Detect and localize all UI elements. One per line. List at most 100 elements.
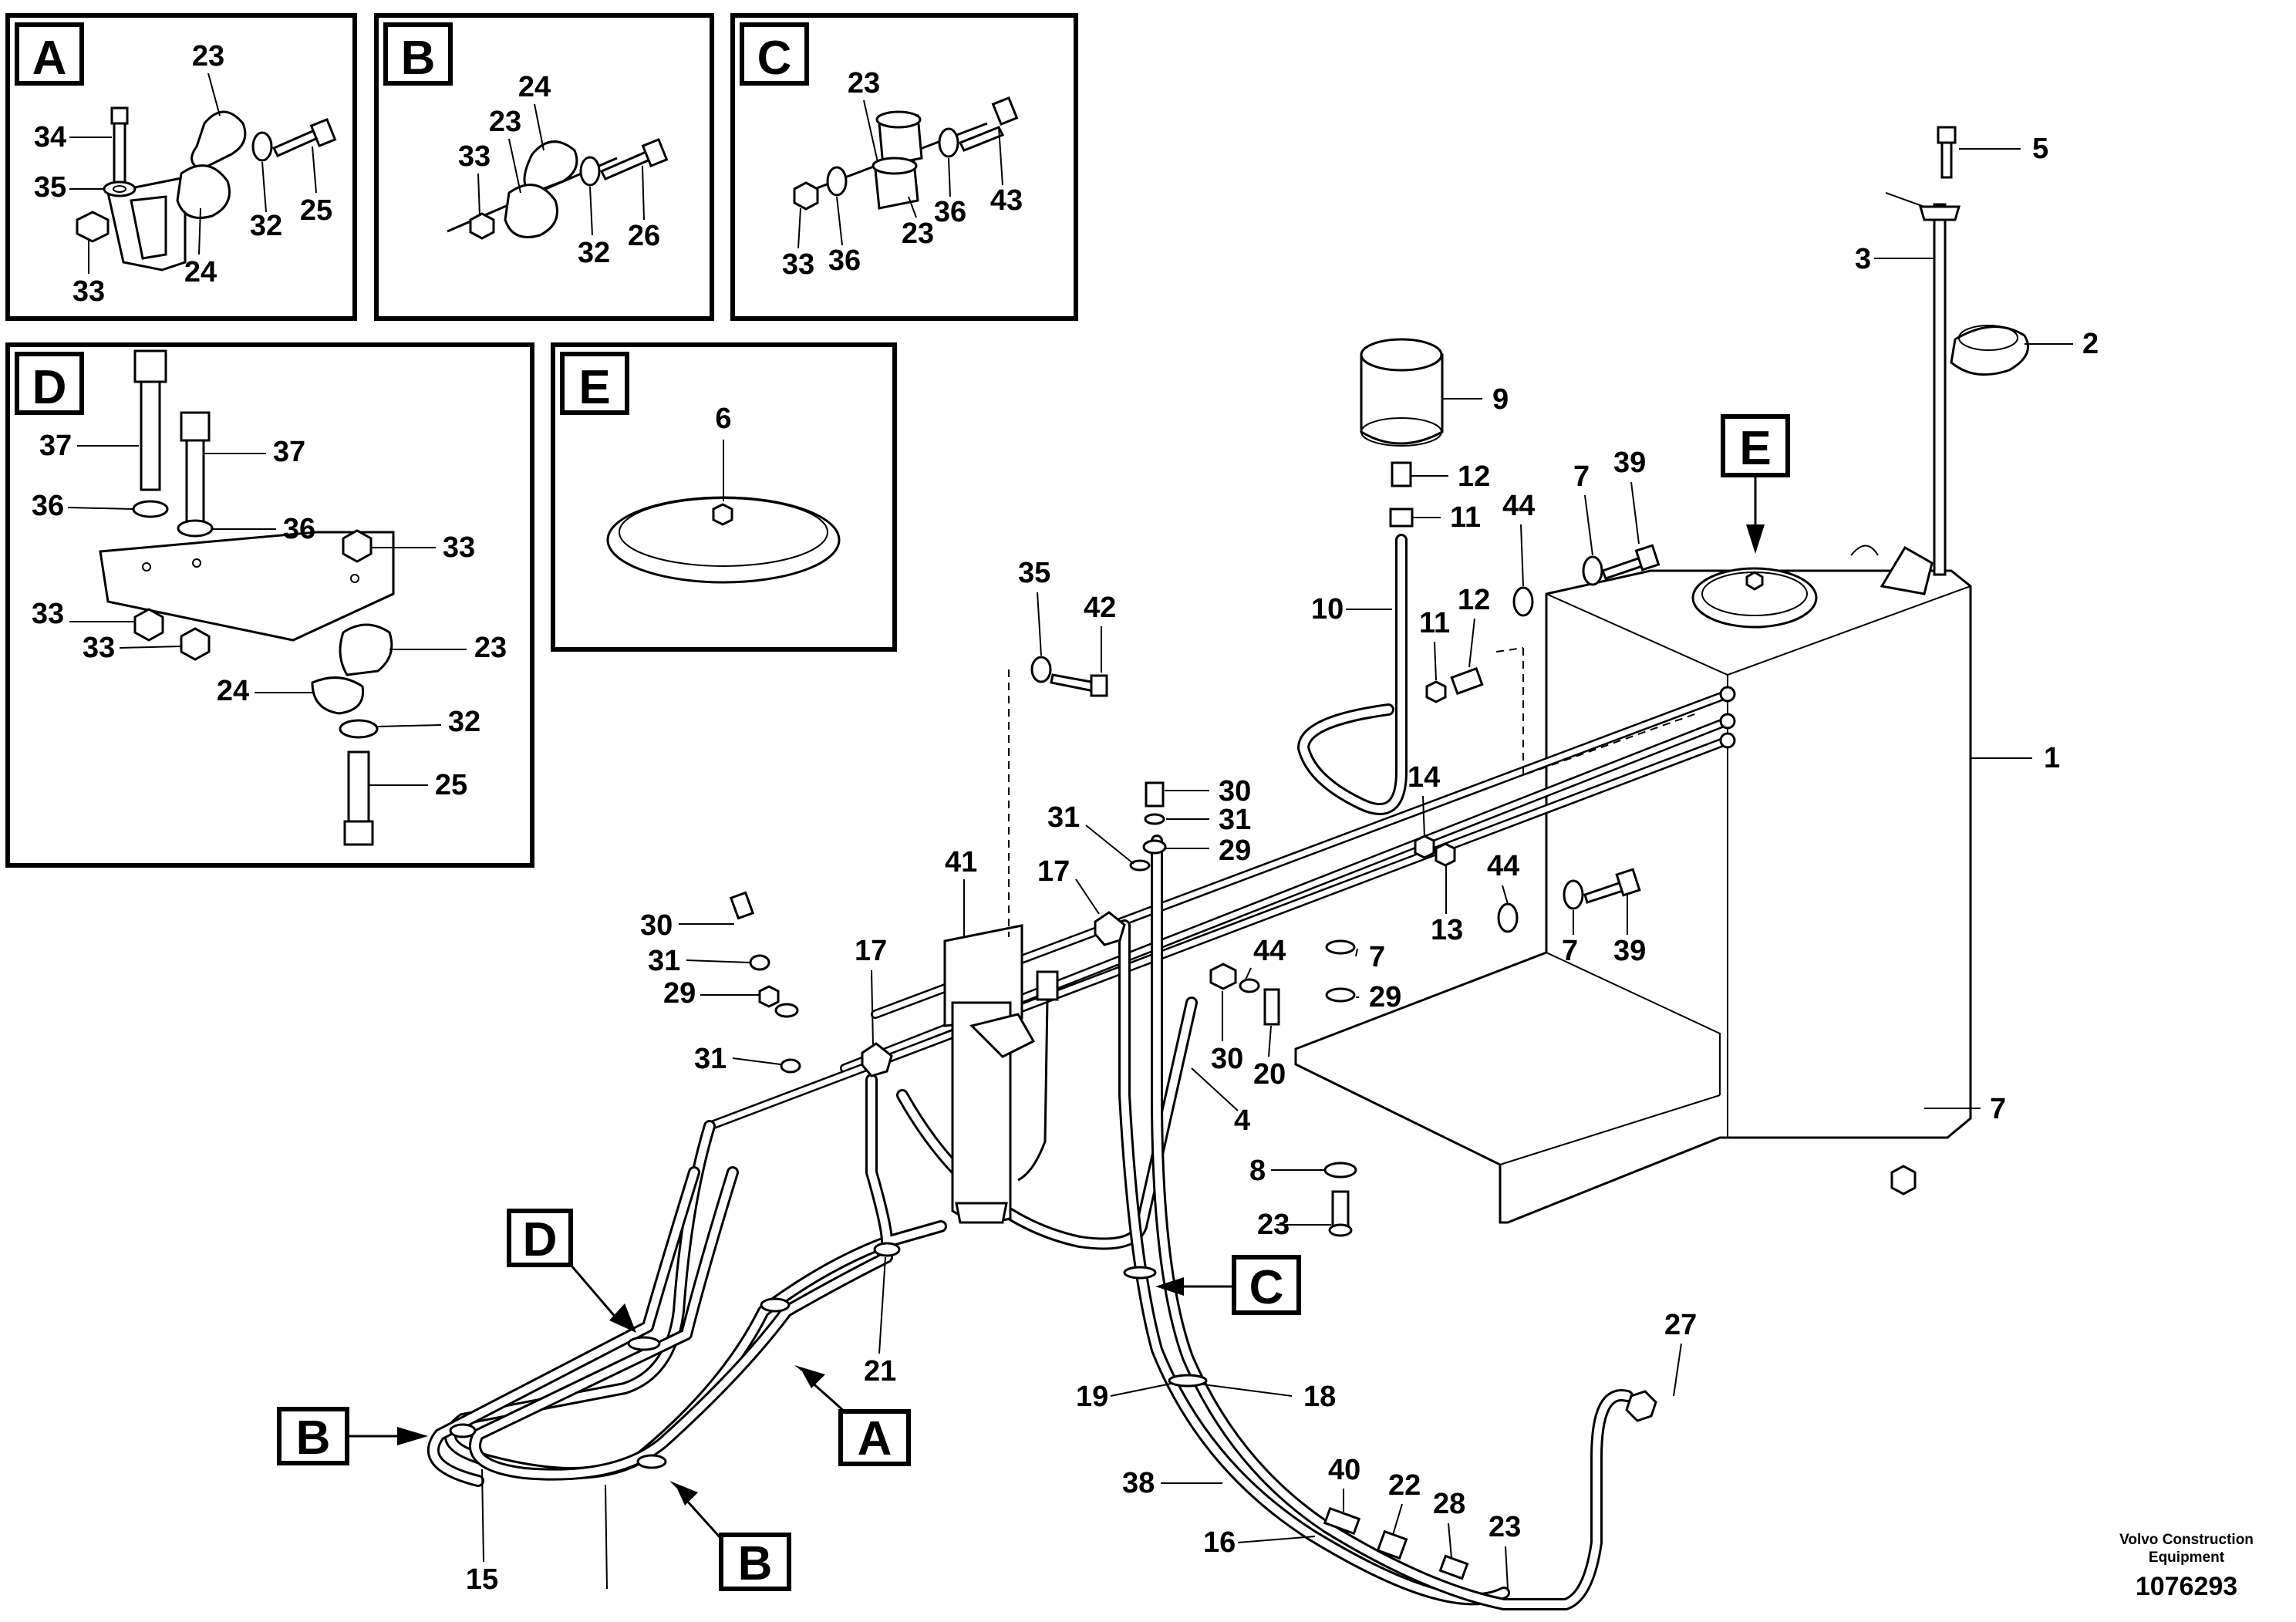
document-number: 1076293 xyxy=(2136,1572,2237,1601)
callout-32: 32 xyxy=(578,237,610,269)
callout-29: 29 xyxy=(1219,835,1251,867)
callout-36: 36 xyxy=(283,513,315,545)
callout-31: 44 xyxy=(1253,935,1286,967)
section-marker-c: C xyxy=(1155,1255,1301,1315)
callout-24: 24 xyxy=(184,256,217,288)
callout-22: 28 xyxy=(1433,1488,1465,1520)
panel-c-callouts: 23 36 43 33 36 23 xyxy=(782,67,1023,281)
section-marker-a: A xyxy=(794,1365,911,1466)
detail-panel-b: B 24 23 33 32 26 xyxy=(374,13,714,321)
callout-23: 21 xyxy=(864,1355,896,1388)
callout-40: 22 xyxy=(1388,1469,1421,1502)
callout-33: 33 xyxy=(782,248,814,281)
callout-31: 31 xyxy=(648,945,680,977)
panel-d-letter: D xyxy=(32,361,67,414)
callout-36: 36 xyxy=(32,490,64,522)
callout-7: 8 xyxy=(1249,1155,1266,1187)
callout-17: 17 xyxy=(1037,855,1070,888)
callout-29: 30 xyxy=(1211,1043,1243,1075)
callout-30: 30 xyxy=(1219,775,1251,808)
fuel-filter xyxy=(729,647,1698,1224)
callout-24: 24 xyxy=(217,675,249,707)
main-callouts: 5 3 2 9 12 11 7 39 44 10 11 12 1 35 42 3… xyxy=(466,133,2099,1596)
callout-44: 44 xyxy=(1487,850,1519,882)
panel-a-letter: A xyxy=(32,32,67,85)
detail-panel-d: D 37 37 36 36 xyxy=(5,342,534,868)
callout-33: 33 xyxy=(458,140,491,173)
callout-23: 23 xyxy=(902,218,934,250)
callout-39: 39 xyxy=(1613,935,1646,967)
callout-41: 41 xyxy=(945,846,977,878)
callout-23: 23 xyxy=(474,632,507,664)
callout-33: 33 xyxy=(72,275,105,308)
callout-16: 15 xyxy=(466,1563,498,1596)
callout-28: 23 xyxy=(1489,1511,1521,1543)
svg-text:A: A xyxy=(858,1412,892,1465)
callout-44: 7 xyxy=(1369,941,1385,973)
callout-35: 35 xyxy=(34,171,66,204)
callout-23: 23 xyxy=(848,67,880,99)
svg-text:B: B xyxy=(738,1537,773,1590)
callout-5: 5 xyxy=(2032,133,2048,165)
callout-25: 25 xyxy=(300,194,332,227)
callout-11: 11 xyxy=(1450,501,1481,534)
callout-33: 33 xyxy=(443,531,475,564)
callout-43: 43 xyxy=(990,184,1023,217)
callout-2: 2 xyxy=(2082,328,2099,360)
fuel-tank xyxy=(1294,569,1972,1224)
svg-text:B: B xyxy=(296,1411,331,1465)
callout-23: 16 xyxy=(1203,1526,1236,1559)
callout-37: 37 xyxy=(39,430,72,462)
panel-d-callouts: 37 37 36 36 33 33 33 23 24 32 25 xyxy=(32,430,507,801)
detail-panel-c: C 23 36 43 33 36 23 xyxy=(730,13,1078,321)
callout-44: 44 xyxy=(1502,490,1535,522)
callout-13: 13 xyxy=(1431,914,1463,946)
callout-34: 34 xyxy=(34,121,66,153)
credit-line-2: Equipment xyxy=(2149,1549,2225,1566)
section-markers: D B A B C E xyxy=(277,414,1790,1591)
callout-10: 10 xyxy=(1311,593,1344,626)
section-marker-e: E xyxy=(1721,414,1790,554)
callout-37: 37 xyxy=(273,436,305,468)
callout-12: 12 xyxy=(1458,460,1490,493)
callout-18: 38 xyxy=(1122,1467,1155,1499)
callout-19: 18 xyxy=(1303,1381,1336,1413)
callout-7: 7 xyxy=(1573,460,1590,493)
callout-36: 36 xyxy=(828,244,861,277)
fuel-tank-assembly xyxy=(1294,126,2029,1237)
callout-7: 29 xyxy=(1369,981,1401,1013)
callout-21: 27 xyxy=(1664,1309,1697,1341)
callout-36: 36 xyxy=(934,196,966,228)
callout-38: 40 xyxy=(1328,1454,1360,1486)
callout-11: 11 xyxy=(1419,607,1450,639)
callout-1: 1 xyxy=(2044,742,2060,774)
callout-9: 9 xyxy=(1492,383,1509,416)
svg-text:E: E xyxy=(1739,422,1771,475)
callout-23: 23 xyxy=(192,40,224,73)
section-marker-b-bottom: B xyxy=(669,1481,791,1591)
callout-31: 31 xyxy=(1047,801,1080,834)
callout-39: 39 xyxy=(1613,447,1646,479)
callout-7: 7 xyxy=(1562,935,1578,967)
detail-panel-e: E 6 xyxy=(551,342,897,652)
panel-c-letter: C xyxy=(757,32,792,85)
callout-6: 6 xyxy=(715,403,731,435)
credit-line-1: Volvo Construction xyxy=(2119,1532,2254,1548)
callout-32: 32 xyxy=(448,706,480,738)
svg-text:C: C xyxy=(1249,1261,1284,1314)
callout-32: 32 xyxy=(250,210,282,242)
section-marker-d: D xyxy=(507,1209,636,1333)
callout-29: 29 xyxy=(663,977,696,1010)
panel-b-letter: B xyxy=(401,32,436,85)
callout-27: 19 xyxy=(1076,1381,1108,1413)
callout-24: 24 xyxy=(518,71,551,103)
panel-e-letter: E xyxy=(578,361,610,414)
callout-30: 20 xyxy=(1253,1058,1286,1091)
callout-20: 4 xyxy=(1234,1104,1250,1137)
callout-4: 7 xyxy=(1990,1093,2006,1125)
svg-text:D: D xyxy=(523,1213,558,1266)
callout-33: 33 xyxy=(83,632,115,664)
callout-31: 31 xyxy=(694,1043,727,1075)
callout-12: 12 xyxy=(1458,584,1490,616)
